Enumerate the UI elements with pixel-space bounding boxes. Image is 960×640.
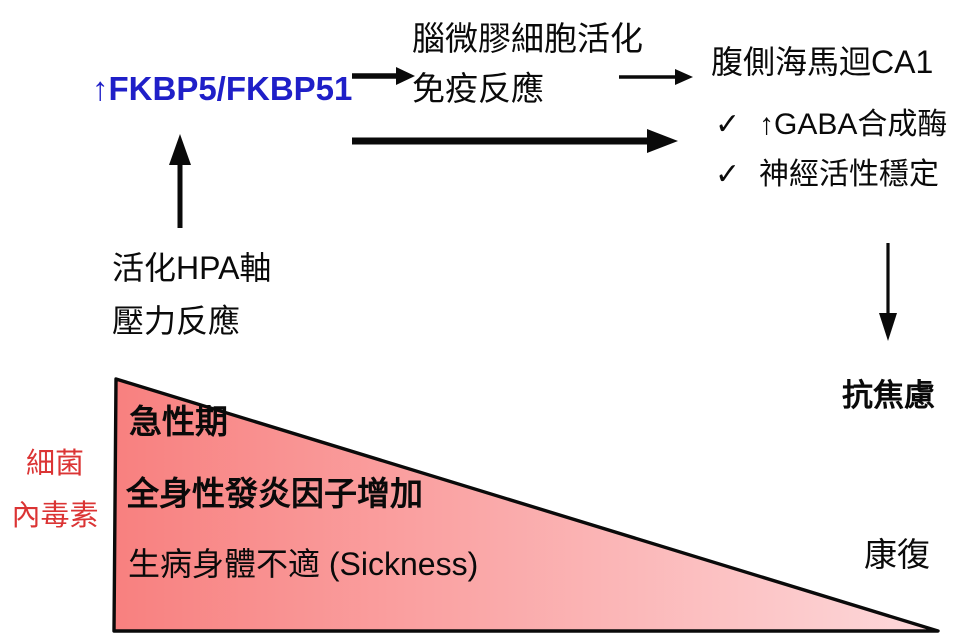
bacterial-endotoxin-label: 細菌 內毒素	[2, 448, 108, 552]
acute-phase-label: 急性期	[129, 403, 228, 440]
arrow-fkbp5-to-microglia-icon	[352, 67, 415, 85]
microglia-line2: 免疫反應	[412, 70, 544, 107]
ca1-effects-checklist: ✓ ↑GABA合成酶 ✓ 神經活性穩定	[715, 108, 947, 208]
recovery-label: 康復	[864, 536, 930, 573]
checklist-item-neural-stability: ✓ 神經活性穩定	[715, 158, 947, 208]
hpa-axis-label: 活化HPA軸 壓力反應	[112, 250, 271, 356]
checkmark-icon: ✓	[715, 158, 741, 191]
checklist-item-gaba: ✓ ↑GABA合成酶	[715, 108, 947, 158]
microglia-line1: 腦微膠細胞活化	[412, 20, 643, 57]
ventral-hippocampus-ca1-label: 腹側海馬迴CA1	[711, 44, 934, 80]
anxiolytic-label: 抗焦慮	[842, 378, 935, 413]
microglia-activation-label: 腦微膠細胞活化 免疫反應	[412, 20, 643, 120]
hpa-line1: 活化HPA軸	[112, 250, 272, 286]
arrow-fkbp5-to-gaba-icon	[352, 129, 678, 153]
systemic-inflammation-label: 全身性發炎因子增加	[126, 475, 423, 512]
checklist-item-gaba-label: ↑GABA合成酶	[759, 108, 948, 141]
arrow-immune-to-ca1-icon	[619, 69, 693, 85]
hpa-line2: 壓力反應	[112, 303, 241, 339]
sickness-label: 生病身體不適 (Sickness)	[128, 546, 479, 582]
endotoxin-line2: 內毒素	[11, 500, 99, 532]
endotoxin-line1: 細菌	[25, 448, 84, 480]
checklist-item-neural-stability-label: 神經活性穩定	[759, 158, 939, 191]
fkbp5-label: ↑FKBP5/FKBP51	[92, 70, 353, 107]
checkmark-icon: ✓	[715, 108, 741, 141]
sickness-gradient-triangle	[112, 377, 940, 633]
arrow-ca1-to-anxiolytic-icon	[879, 243, 897, 341]
arrow-hpa-to-fkbp5-icon	[169, 134, 191, 228]
